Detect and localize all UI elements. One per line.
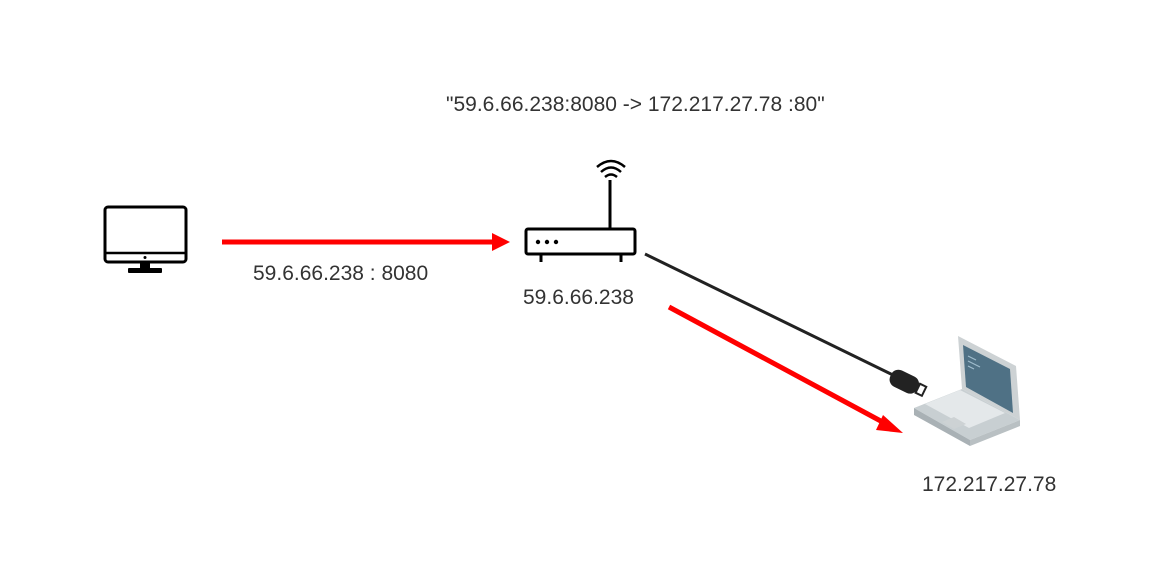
- pc-endpoint-label: 59.6.66.238 : 8080: [253, 262, 429, 285]
- ethernet-cable-icon: [644, 252, 928, 398]
- wifi-router-icon: [524, 159, 637, 262]
- laptop-ip-label: 172.217.27.78: [922, 473, 1057, 496]
- router-ip-label: 59.6.66.238: [523, 286, 634, 309]
- nat-mapping-label: "59.6.66.238:8080 -> 172.217.27.78 :80": [446, 93, 825, 116]
- laptop-icon: [914, 336, 1020, 446]
- arrow-pc-to-router: [222, 233, 510, 251]
- arrow-router-to-laptop: [667, 304, 903, 433]
- desktop-monitor-icon: [103, 205, 188, 273]
